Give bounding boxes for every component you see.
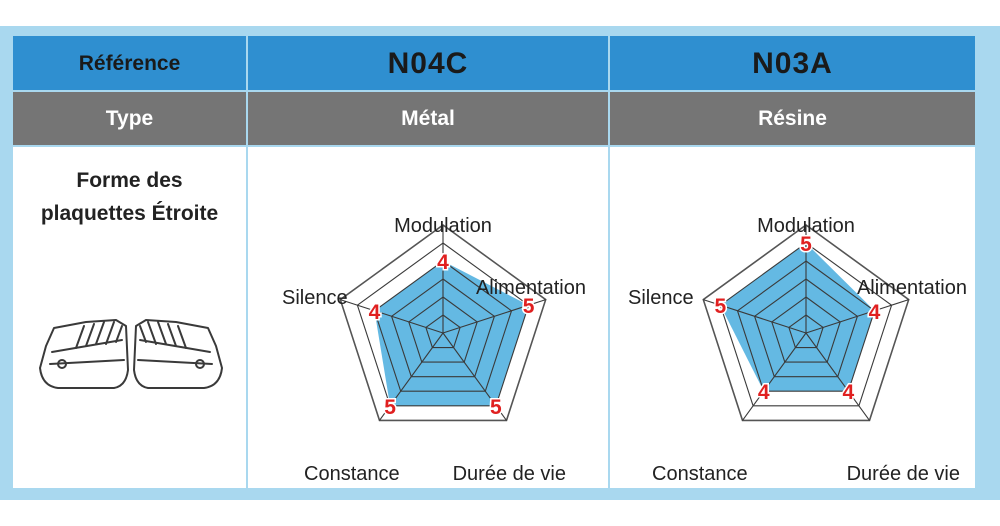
radar-spoke: [703, 299, 807, 334]
radar-spoke: [379, 332, 444, 421]
reference-label: Référence: [78, 51, 181, 75]
radar-axis-label: Alimentation: [857, 277, 967, 299]
radar-spoke: [742, 332, 807, 421]
radar-axis-label: Durée de vie: [453, 463, 566, 485]
radar-spoke: [340, 299, 444, 334]
product-type-n03a: Résine: [758, 106, 827, 130]
radar-axis-label: Constance: [652, 463, 748, 485]
radar-value-label: 4: [758, 381, 770, 404]
radar-grid-ring: [719, 242, 893, 407]
radar-value-label: 5: [490, 396, 502, 419]
radar-grid-ring: [753, 278, 859, 378]
row-divider: [13, 90, 975, 92]
radar-grid-ring: [373, 260, 513, 392]
radar-spoke: [805, 299, 909, 334]
pad-shape-label-line1: Forme des: [76, 169, 183, 192]
left-pad-outline: [39, 319, 129, 389]
right-pad-hole: [195, 359, 205, 369]
radar-axis-label: Constance: [304, 463, 400, 485]
type-row: [13, 91, 975, 146]
radar-axis-label: Durée de vie: [847, 463, 960, 485]
radar-axis-label: Modulation: [394, 215, 492, 237]
radar-axis-label: Alimentation: [476, 277, 586, 299]
type-label: Type: [105, 106, 154, 130]
reference-row: [13, 36, 975, 91]
radar-grid-ring: [771, 296, 841, 363]
radar-value-label: 4: [437, 251, 449, 274]
radar-grid-ring: [736, 260, 876, 392]
left-pad-hole: [57, 359, 67, 369]
right-pad-fins: [139, 321, 187, 349]
radar-value-area: [720, 243, 875, 392]
radar-axis-label: Modulation: [757, 215, 855, 237]
comparison-table: Référence N04C N03A Type Métal Résine Fo…: [13, 36, 975, 488]
radar-spoke: [442, 299, 546, 334]
column-divider: [608, 36, 610, 488]
left-pad-fins: [75, 321, 123, 349]
radar-value-label: 5: [384, 396, 396, 419]
radar-value-label: 4: [369, 301, 381, 324]
radar-grid-ring: [788, 314, 824, 349]
row-divider: [13, 145, 975, 147]
product-reference-n04c: N04C: [387, 46, 469, 80]
radar-axis-label: Silence: [628, 287, 694, 309]
comparison-frame: Référence N04C N03A Type Métal Résine Fo…: [0, 26, 1000, 500]
column-divider: [246, 36, 248, 488]
product-reference-n03a: N03A: [752, 46, 833, 80]
brake-pads-illustration: [39, 319, 223, 389]
radar-grid-ring: [408, 296, 478, 363]
radar-value-label: 4: [869, 301, 881, 324]
radar-spoke: [442, 332, 507, 421]
radar-grid-ring: [390, 278, 496, 378]
radar-grid-ring: [425, 314, 461, 349]
radar-value-label: 5: [800, 233, 812, 256]
radar-value-label: 5: [523, 295, 535, 318]
product-type-n04c: Métal: [401, 106, 455, 130]
radar-value-label: 4: [842, 381, 854, 404]
radar-axis-label: Silence: [282, 287, 348, 309]
pad-shape-label: Forme des plaquettes Étroite: [13, 164, 246, 230]
radar-grid-ring: [356, 242, 530, 407]
pad-shape-label-line2: plaquettes Étroite: [40, 202, 219, 225]
right-pad-outline: [133, 319, 223, 389]
radar-value-label: 5: [715, 295, 727, 318]
radar-value-area: [374, 261, 529, 406]
radar-spoke: [805, 332, 870, 421]
